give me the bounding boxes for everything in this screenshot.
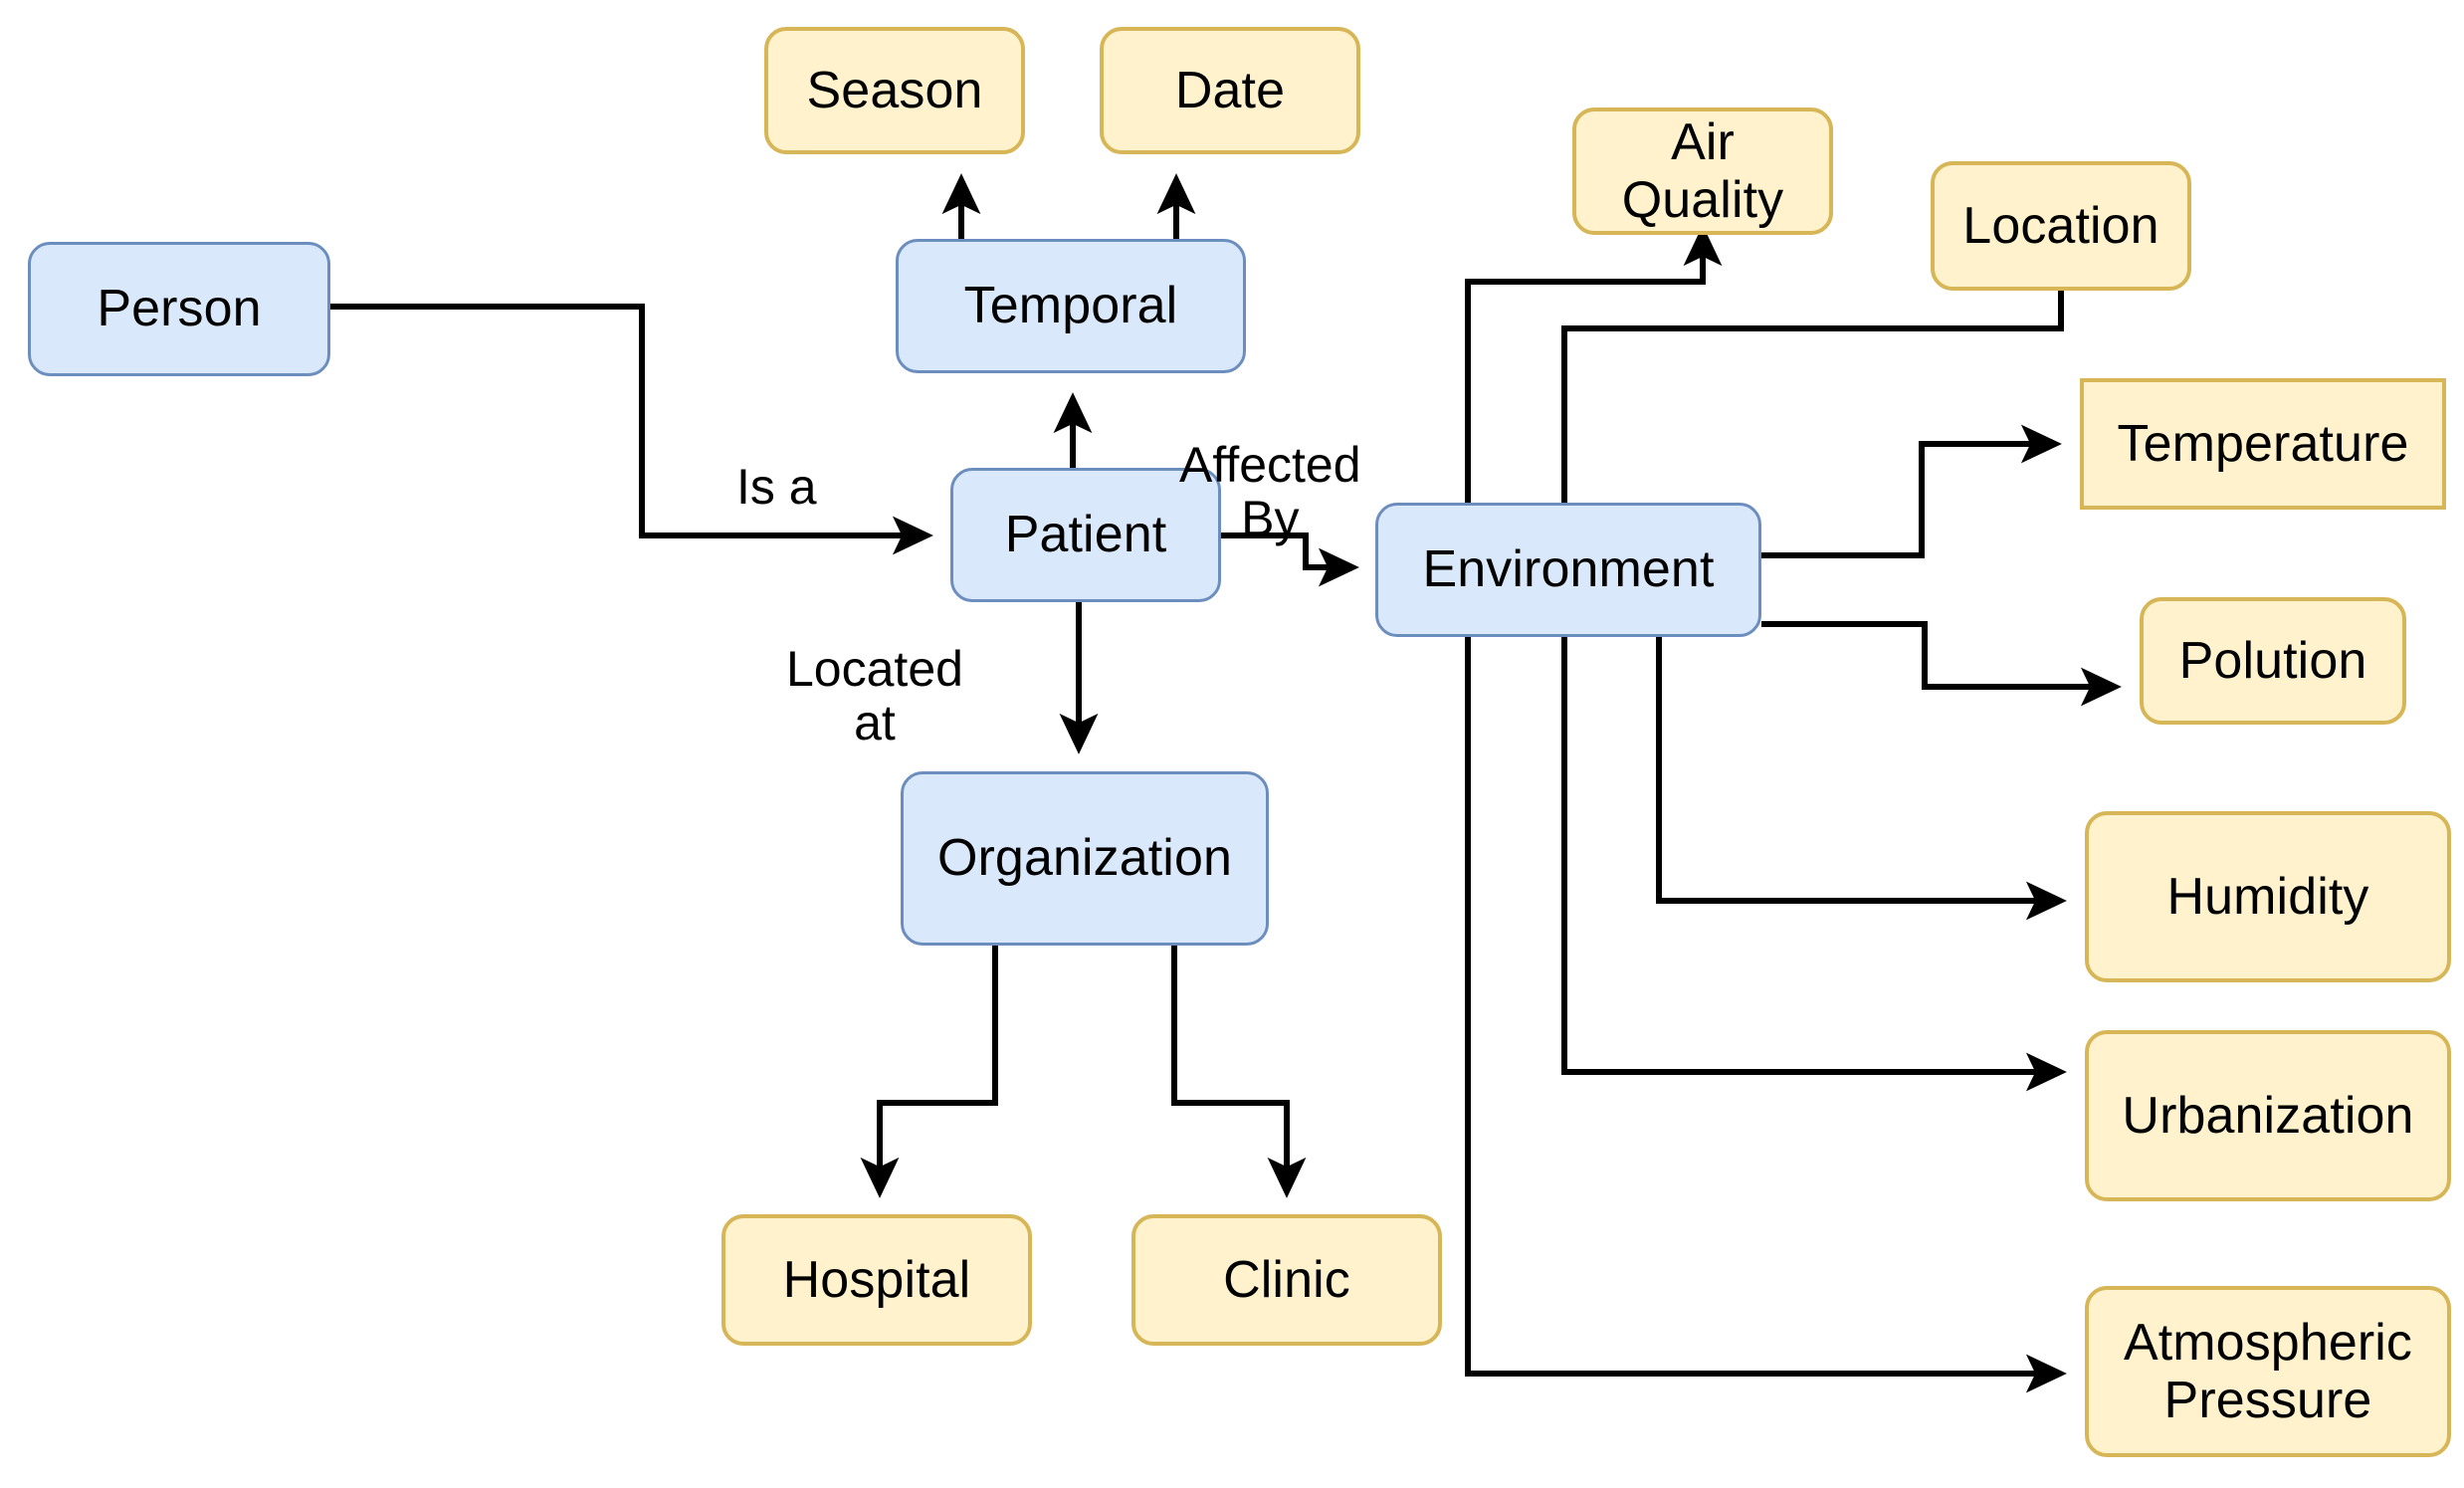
edge-label-affected-by: Affected By (1179, 437, 1361, 546)
node-person[interactable]: Person (28, 242, 330, 376)
edge-organization-to-hospital (860, 946, 998, 1198)
node-clinic-label: Clinic (1223, 1250, 1350, 1309)
node-humidity[interactable]: Humidity (2085, 811, 2451, 982)
node-location-label: Location (1962, 196, 2159, 255)
node-patient[interactable]: Patient (950, 468, 1221, 602)
node-air-quality[interactable]: Air Quality (1572, 107, 1833, 235)
node-atmospheric-pressure[interactable]: Atmospheric Pressure (2085, 1286, 2451, 1457)
node-date[interactable]: Date (1100, 27, 1360, 154)
node-temperature-label: Temperature (2117, 414, 2409, 473)
edge-organization-to-clinic (1171, 946, 1307, 1198)
node-hospital-label: Hospital (782, 1250, 971, 1309)
node-temporal[interactable]: Temporal (896, 239, 1246, 373)
edge-environment-to-polution (1761, 621, 2122, 707)
edge-label-is-a: Is a (736, 459, 817, 515)
node-polution-label: Polution (2178, 631, 2367, 690)
node-season[interactable]: Season (764, 27, 1025, 154)
node-location[interactable]: Location (1931, 161, 2191, 291)
node-patient-label: Patient (1004, 506, 1167, 564)
node-atmospheric-pressure-label: Atmospheric Pressure (2123, 1313, 2413, 1429)
node-urbanization-label: Urbanization (2122, 1086, 2414, 1145)
node-clinic[interactable]: Clinic (1131, 1214, 1442, 1346)
edge-environment-to-atmospheric (1465, 637, 2067, 1393)
node-organization-label: Organization (936, 829, 1233, 888)
node-organization[interactable]: Organization (901, 771, 1269, 946)
node-temporal-label: Temporal (963, 277, 1178, 335)
edge-label-located-at: Located at (786, 641, 963, 750)
edge-environment-to-urbanization (1561, 637, 2067, 1092)
edge-environment-to-humidity (1656, 637, 2067, 921)
node-urbanization[interactable]: Urbanization (2085, 1030, 2451, 1201)
node-humidity-label: Humidity (2166, 867, 2369, 926)
edge-environment-to-temperature (1761, 424, 2062, 558)
edge-person-to-patient (330, 304, 933, 555)
node-person-label: Person (97, 280, 262, 338)
node-air-quality-label: Air Quality (1621, 112, 1784, 229)
node-hospital[interactable]: Hospital (721, 1214, 1032, 1346)
node-environment[interactable]: Environment (1375, 503, 1761, 637)
node-temperature[interactable]: Temperature (2080, 378, 2446, 510)
node-season-label: Season (806, 61, 983, 119)
node-date-label: Date (1174, 61, 1286, 119)
node-environment-label: Environment (1422, 540, 1715, 599)
node-polution[interactable]: Polution (2140, 597, 2406, 725)
